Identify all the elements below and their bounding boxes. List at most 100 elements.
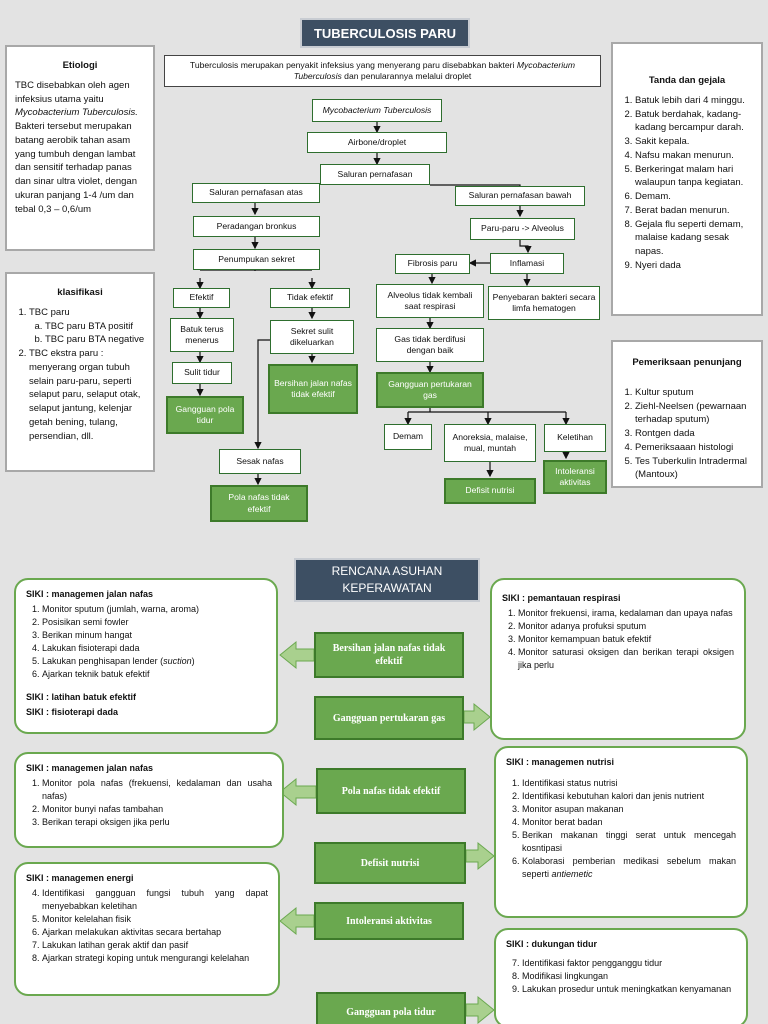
node-saluran: Saluran pernafasan <box>320 164 430 185</box>
care2-list: Monitor frekuensi, irama, kedalaman dan … <box>502 607 734 672</box>
care-card-pola-nafas: SIKI : managemen jalan nafas Monitor pol… <box>14 752 284 848</box>
node-fibrosis: Fibrosis paru <box>395 254 470 274</box>
care4-item: Berikan makanan tinggi serat untuk mence… <box>522 829 736 855</box>
care5-head: SIKI : managemen energi <box>26 873 134 883</box>
tanda-item: Berkeringat malam hari walaupun tanpa ke… <box>635 163 753 191</box>
etiologi-p1-text: TBC disebabkan oleh agen infeksius utama… <box>15 79 130 105</box>
tanda-item: Berat badan menurun. <box>635 204 753 218</box>
node-penyebaran: Penyebaran bakteri secara limfa hematoge… <box>488 286 600 320</box>
tanda-item: Nafsu makan menurun. <box>635 149 753 163</box>
care4-list: Identifikasi status nutrisi Identifikasi… <box>506 777 736 881</box>
care5-item: Ajarkan melakukan aktivitas secara berta… <box>42 926 268 939</box>
klasifikasi-item: TBC paru TBC paru BTA positif TBC paru B… <box>29 306 145 347</box>
klasifikasi-sub-item: TBC paru BTA negative <box>45 333 145 347</box>
node-efektif: Efektif <box>173 288 230 308</box>
care3-head: SIKI : managemen jalan nafas <box>26 763 154 773</box>
dx-tidur: Gangguan pola tidur <box>316 992 466 1024</box>
klasifikasi-sub-item: TBC paru BTA positif <box>45 320 145 334</box>
care-card-nutrisi: SIKI : managemen nutrisi Identifikasi st… <box>494 746 748 918</box>
node-saluran-atas: Saluran pernafasan atas <box>192 183 320 203</box>
tanda-item: Nyeri dada <box>635 259 753 273</box>
node-defisit: Defisit nutrisi <box>444 478 536 504</box>
care1-item: Posisikan semi fowler <box>42 616 266 629</box>
rencana-title: RENCANA ASUHAN KEPERAWATAN <box>294 558 480 602</box>
tanda-item: Demam. <box>635 190 753 204</box>
care4-item: Kolaborasi pemberian medikasi sebelum ma… <box>522 855 736 881</box>
care2-item: Monitor kemampuan batuk efektif <box>518 633 734 646</box>
node-sulit-tidur: Sulit tidur <box>172 362 232 384</box>
klasifikasi-sublist: TBC paru BTA positif TBC paru BTA negati… <box>29 320 145 348</box>
node-bersihan: Bersihan jalan nafas tidak efektif <box>268 364 358 414</box>
arrow-right-icon <box>465 841 495 871</box>
dx-defisit: Defisit nutrisi <box>314 842 466 884</box>
etiologi-p2: Bakteri tersebut merupakan batang aerobi… <box>15 121 137 215</box>
care5-list: Identifikasi gangguan fungsi tubuh yang … <box>26 887 268 965</box>
care3-item: Monitor pola nafas (frekuensi, kedalaman… <box>42 777 272 803</box>
dx-pola-nafas: Pola nafas tidak efektif <box>316 768 466 814</box>
care1-list: Monitor sputum (jumlah, warna, aroma) Po… <box>26 603 266 681</box>
care3-item: Monitor bunyi nafas tambahan <box>42 803 272 816</box>
node-gangguan-tidur: Gangguan pola tidur <box>166 396 244 434</box>
care3-list: Monitor pola nafas (frekuensi, kedalaman… <box>26 777 272 829</box>
pemeriksaan-item: Tes Tuberkulin Intradermal (Mantoux) <box>635 455 753 483</box>
node-mycobacterium: Mycobacterium Tuberculosis <box>312 99 442 122</box>
tanda-gejala-panel: Tanda dan gejala Batuk lebih dari 4 ming… <box>611 42 763 316</box>
care1-head: SIKI : managemen jalan nafas <box>26 589 154 599</box>
care2-item: Monitor frekuensi, irama, kedalaman dan … <box>518 607 734 620</box>
pemeriksaan-item: Ziehl-Neelsen (pewarnaan terhadap sputum… <box>635 400 753 428</box>
care-card-tidur: SIKI : dukungan tidur Identifikasi fakto… <box>494 928 748 1024</box>
node-sesak: Sesak nafas <box>219 449 301 474</box>
page-title: TUBERCULOSIS PARU <box>300 18 470 48</box>
intro-italic: Mycobacterium Tuberculosis <box>293 59 576 81</box>
node-gas-tidak: Gas tidak berdifusi dengan baik <box>376 328 484 362</box>
care1-foot2: SIKI : fisioterapi dada <box>26 707 119 718</box>
care4-item: Monitor berat badan <box>522 816 736 829</box>
etiologi-title: Etiologi <box>62 60 98 71</box>
care1-item: Ajarkan teknik batuk efektif <box>42 668 266 681</box>
node-intoleransi: Intoleransi aktivitas <box>543 460 607 494</box>
klasifikasi-title: klasifikasi <box>57 287 103 298</box>
care6-item: Identifikasi faktor pengganggu tidur <box>522 957 736 970</box>
dx-bersihan: Bersihan jalan nafas tidak efektif <box>314 632 464 678</box>
klasifikasi-list: TBC paru TBC paru BTA positif TBC paru B… <box>15 306 145 444</box>
care5-item: Identifikasi gangguan fungsi tubuh yang … <box>42 887 268 913</box>
pemeriksaan-panel: Pemeriksaan penunjang Kultur sputumZiehl… <box>611 340 763 488</box>
care1-item: Lakukan fisioterapi dada <box>42 642 266 655</box>
care4-item-text: Kolaborasi pemberian medikasi sebelum ma… <box>522 856 736 880</box>
care2-item: Monitor adanya profuksi sputum <box>518 620 734 633</box>
node-tidak-efektif: Tidak efektif <box>270 288 350 308</box>
klasifikasi-item: TBC ekstra paru : menyerang organ tubuh … <box>29 347 145 443</box>
care1-suction-close: ) <box>191 656 195 667</box>
node-saluran-bawah: Saluran pernafasan bawah <box>455 186 585 206</box>
etiologi-p1-italic: Mycobacterium Tuberculosis. <box>15 107 138 119</box>
node-paru-alveolus: Paru-paru -> Alveolus <box>470 218 575 240</box>
node-penumpukan: Penumpukan sekret <box>193 249 320 270</box>
node-pola-nafas: Pola nafas tidak efektif <box>210 485 308 522</box>
arrow-left-icon <box>279 777 317 807</box>
care6-item: Modifikasi lingkungan <box>522 970 736 983</box>
pemeriksaan-item: Rontgen dada <box>635 427 753 441</box>
arrow-right-icon <box>465 995 495 1024</box>
etiologi-panel: Etiologi TBC disebabkan oleh agen infeks… <box>5 45 155 251</box>
care6-item: Lakukan prosedur untuk meningkatkan keny… <box>522 983 736 996</box>
care4-item: Identifikasi status nutrisi <box>522 777 736 790</box>
etiologi-p1: TBC disebabkan oleh agen infeksius utama… <box>15 79 145 120</box>
care3-item: Berikan terapi oksigen jika perlu <box>42 816 272 829</box>
care4-antiemetic: antiemetic <box>551 869 593 880</box>
node-batuk: Batuk terus menerus <box>170 318 234 352</box>
node-gangguan-gas: Gangguan pertukaran gas <box>376 372 484 408</box>
klasifikasi-panel: klasifikasi TBC paru TBC paru BTA positi… <box>5 272 155 472</box>
care1-item-text: Lakukan penghisapan lender ( <box>42 656 164 667</box>
care4-head: SIKI : managemen nutrisi <box>506 757 615 767</box>
tanda-item: Batuk berdahak, kadang-kadang bercampur … <box>635 108 753 136</box>
pemeriksaan-title: Pemeriksaan penunjang <box>632 357 742 368</box>
care2-item: Monitor saturasi oksigen dan berikan ter… <box>518 646 734 672</box>
care5-item: Monitor kelelahan fisik <box>42 913 268 926</box>
care2-head: SIKI : pemantauan respirasi <box>502 593 621 603</box>
tanda-item: Gejala flu seperti demam, malaise kadang… <box>635 218 753 259</box>
care5-item: Lakukan latihan gerak aktif dan pasif <box>42 939 268 952</box>
arrow-left-icon <box>279 906 315 936</box>
tanda-item: Batuk lebih dari 4 minggu. <box>635 94 753 108</box>
tanda-item: Sakit kepala. <box>635 135 753 149</box>
